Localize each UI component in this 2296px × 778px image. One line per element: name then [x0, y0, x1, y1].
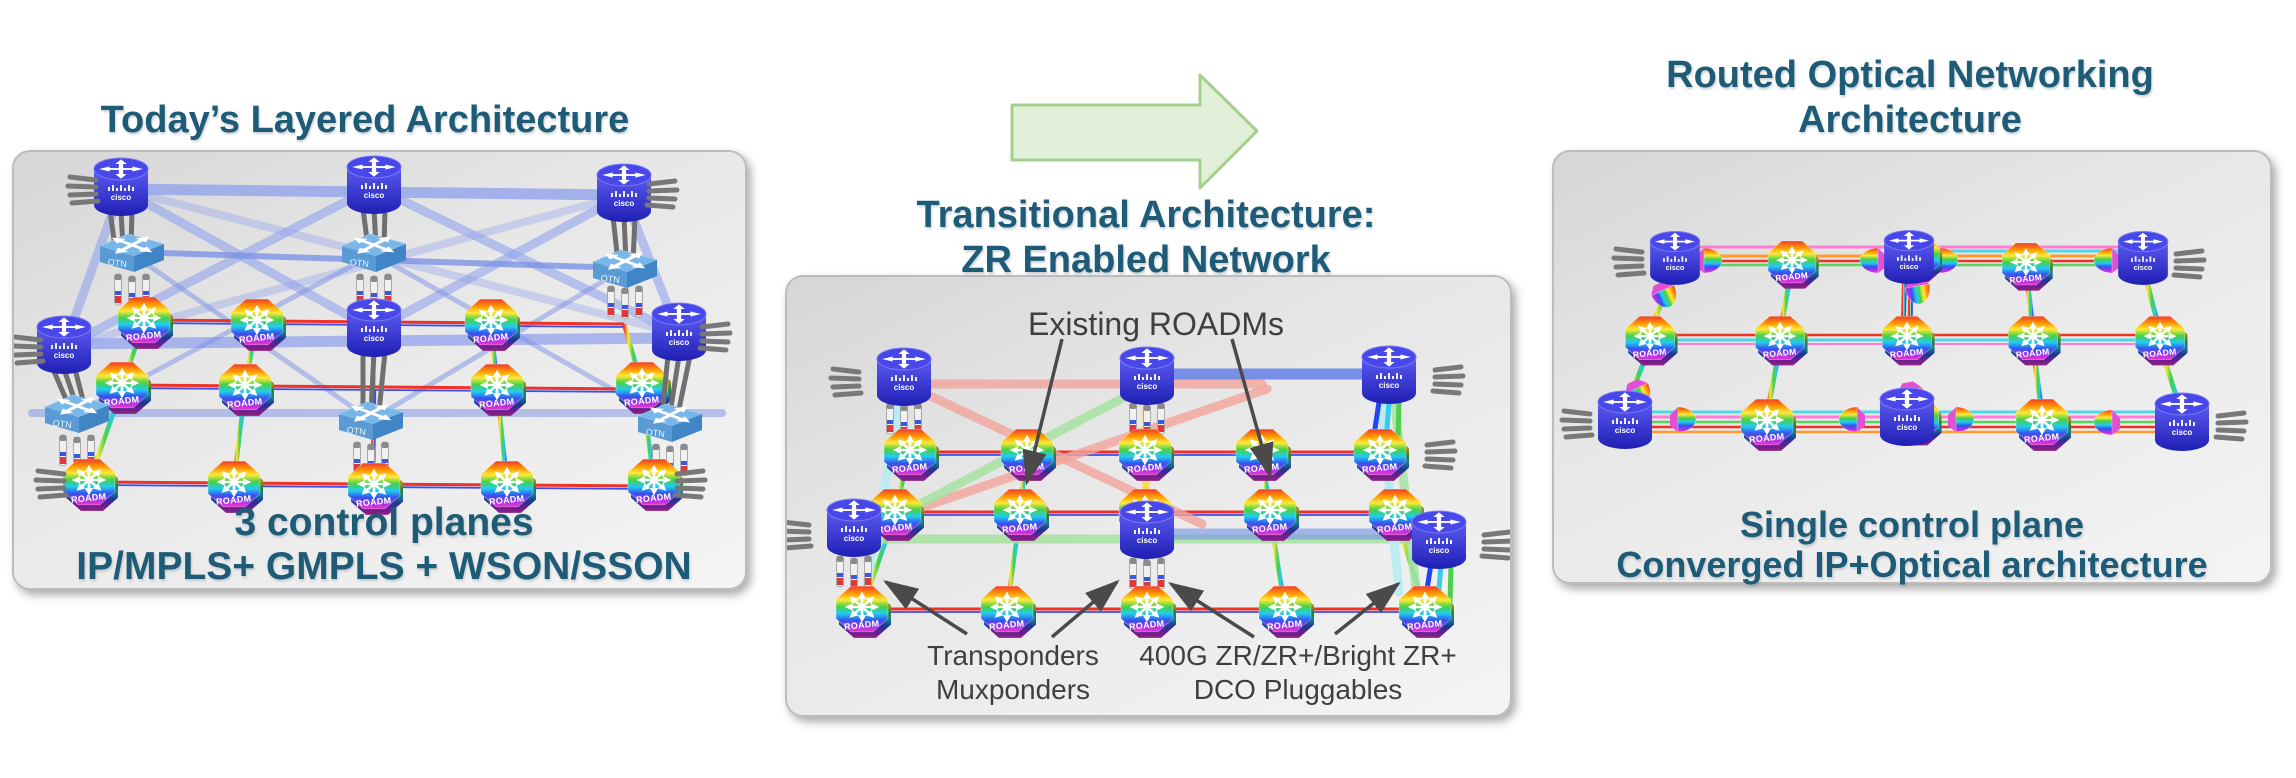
callout-dco-pluggables-line2: DCO Pluggables — [1193, 674, 1403, 706]
callout-dco-pluggables-line1: 400G ZR/ZR+/Bright ZR+ — [1139, 640, 1457, 671]
callout-transponders-line1: Transponders — [927, 640, 1099, 671]
today-caption-line1: 3 control planes — [234, 501, 534, 544]
panel-ron-title-line2: Architecture — [1798, 98, 2022, 141]
callout-existing-roadms: Existing ROADMs — [1027, 306, 1285, 342]
panel-today: 3 control planes IP/MPLS+ GMPLS + WSON/S… — [12, 150, 747, 590]
today-caption: 3 control planes IP/MPLS+ GMPLS + WSON/S… — [64, 501, 704, 588]
callout-transponders: Transponders Muxponders — [863, 639, 1163, 707]
panel-ron: Single control plane Converged IP+Optica… — [1552, 150, 2272, 586]
panel-ron-title: Routed Optical Networking Architecture — [1560, 53, 2260, 143]
ron-caption-line1: Single control plane — [1739, 504, 2085, 545]
today-caption-line2: IP/MPLS+ GMPLS + WSON/SSON — [76, 544, 692, 588]
panel-transitional-title: Transitional Architecture: ZR Enabled Ne… — [796, 193, 1496, 283]
transition-arrow — [1005, 70, 1265, 195]
callout-dco-pluggables: 400G ZR/ZR+/Bright ZR+ DCO Pluggables — [1116, 639, 1480, 707]
panel-transitional — [785, 275, 1512, 717]
panel-ron-title-line1: Routed Optical Networking — [1666, 54, 2154, 96]
ron-caption: Single control plane Converged IP+Optica… — [1562, 504, 2262, 586]
panel-transitional-title-line2: ZR Enabled Network — [961, 238, 1331, 281]
transitional-network-diagram — [787, 338, 1510, 639]
panel-transitional-title-line1: Transitional Architecture: — [916, 194, 1376, 236]
transition-arrow-shape — [1010, 73, 1259, 190]
today-network-diagram — [14, 152, 745, 588]
callout-arrows — [883, 338, 1401, 639]
ron-network-diagram — [1554, 152, 2270, 582]
callout-transponders-line2: Muxponders — [935, 674, 1091, 706]
ron-caption-line2: Converged IP+Optical architecture — [1616, 544, 2208, 586]
panel-today-title: Today’s Layered Architecture — [100, 99, 630, 141]
